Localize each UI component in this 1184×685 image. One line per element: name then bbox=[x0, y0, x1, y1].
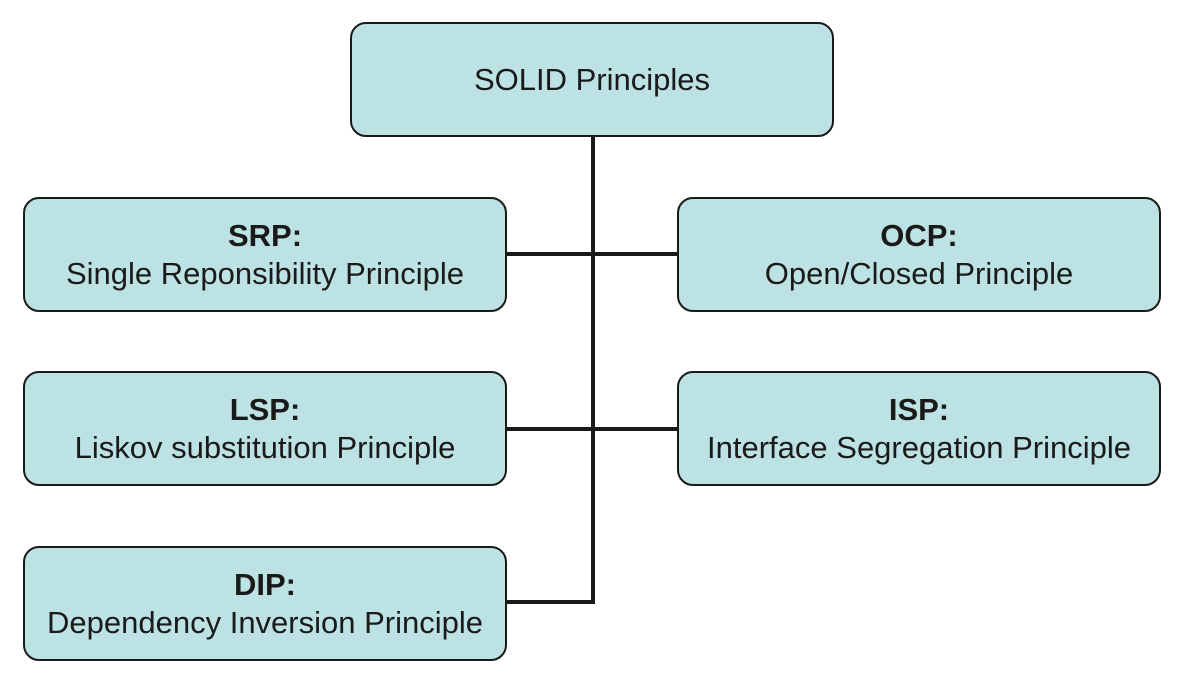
node-isp: ISP: Interface Segregation Principle bbox=[677, 371, 1161, 486]
lsp-abbreviation: LSP: bbox=[229, 391, 301, 427]
ocp-abbreviation: OCP: bbox=[880, 217, 958, 253]
ocp-full-name: Open/Closed Principle bbox=[764, 255, 1074, 291]
root-title: SOLID Principles bbox=[473, 61, 711, 97]
root-node-solid-principles: SOLID Principles bbox=[350, 22, 834, 137]
node-ocp: OCP: Open/Closed Principle bbox=[677, 197, 1161, 312]
dip-abbreviation: DIP: bbox=[234, 566, 296, 602]
node-srp: SRP: Single Reponsibility Principle bbox=[23, 197, 507, 312]
dip-full-name: Dependency Inversion Principle bbox=[47, 604, 483, 640]
lsp-full-name: Liskov substitution Principle bbox=[74, 429, 456, 465]
srp-abbreviation: SRP: bbox=[227, 217, 303, 253]
node-lsp: LSP: Liskov substitution Principle bbox=[23, 371, 507, 486]
srp-full-name: Single Reponsibility Principle bbox=[65, 255, 465, 291]
isp-full-name: Interface Segregation Principle bbox=[707, 429, 1131, 465]
node-dip: DIP: Dependency Inversion Principle bbox=[23, 546, 507, 661]
isp-abbreviation: ISP: bbox=[888, 391, 950, 427]
